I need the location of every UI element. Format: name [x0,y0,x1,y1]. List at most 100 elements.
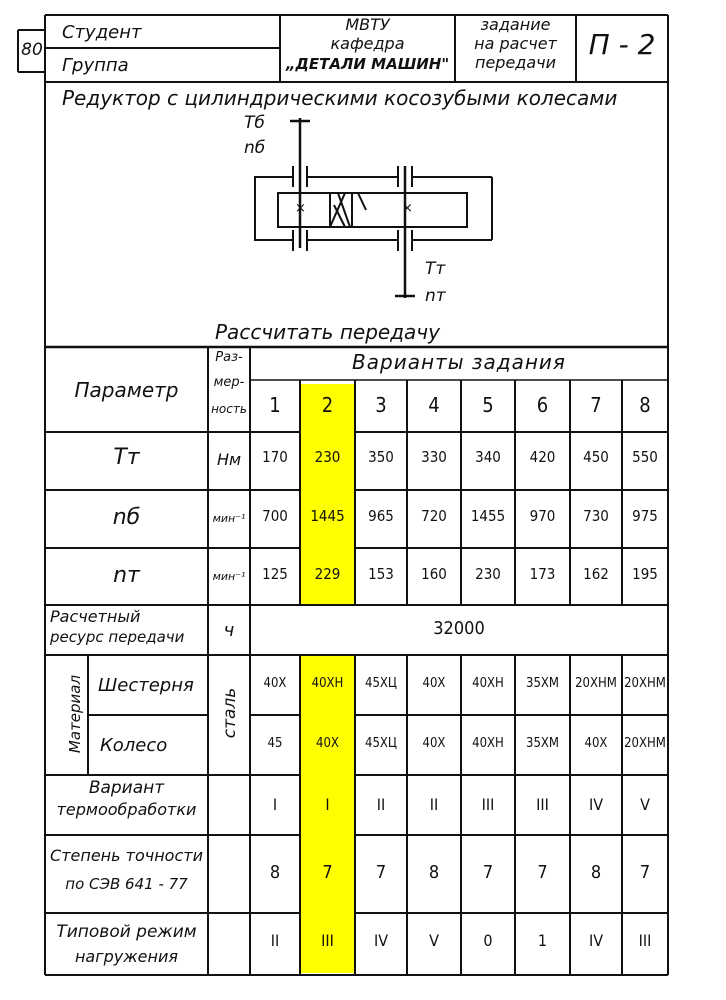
accuracy-label-2: по СЭВ 641 - 77 [65,875,188,893]
load-mode-8: III [638,931,652,950]
wheel-material-1: 45 [267,736,283,751]
row-dim-tt: Нм [216,450,242,469]
resource-label-1: Расчетный [50,607,141,626]
dim-header-2: мер- [213,375,245,390]
tt-value-1: 170 [262,448,288,466]
reducer-title: Редуктор с цилиндрическими косозубыми ко… [62,86,618,110]
dim-header-1: Раз- [215,350,243,365]
gear-material-8: 20ХНМ [624,676,666,691]
student-label: Студент [62,22,142,43]
load-mode-6: 1 [537,931,548,950]
accuracy-grade-2: 7 [322,862,333,883]
wheel-material-5: 40ХН [472,736,504,751]
accuracy-grade-8: 7 [639,862,651,883]
nb-value-7: 730 [583,507,609,525]
wheel-material-2: 40Х [316,736,339,751]
wheel-material-6: 35ХМ [526,736,559,751]
load-mode-5: 0 [483,931,493,950]
accuracy-grade-1: 8 [269,862,281,883]
output-speed-label: nт [425,286,446,306]
tt-value-3: 350 [368,448,394,466]
nt-value-3: 153 [368,565,394,583]
org-line2: кафедра [330,34,405,53]
wheel-label: Колесо [100,735,168,756]
wheel-material-3: 45ХЦ [365,736,397,751]
nt-value-2: 229 [314,565,341,583]
nt-value-8: 195 [632,565,658,583]
load-mode-4: V [429,931,439,950]
calc-label: Рассчитать передачу [215,320,440,344]
nb-value-5: 1455 [470,507,506,525]
heat-variant-7: IV [588,795,604,814]
tt-value-6: 420 [529,448,556,466]
variant-header-6: 6 [536,393,549,417]
heat-variant-2: I [325,795,330,814]
heat-label-2: термообработки [56,800,197,819]
nt-value-4: 160 [421,565,447,583]
nt-value-5: 230 [475,565,501,583]
variant-header-1: 1 [269,393,281,417]
row-dim-nb: мин⁻¹ [212,512,246,525]
highlight-variant-2-lower [301,656,354,973]
input-torque-label: Тб [244,113,265,133]
tt-value-8: 550 [632,448,658,466]
heat-variant-3: II [376,795,386,814]
gear-label: Шестерня [98,675,194,696]
resource-value: 32000 [433,618,485,639]
gear-material-2: 40ХН [311,676,344,691]
variant-header-5: 5 [482,393,494,417]
heat-label-1: Вариант [88,778,165,798]
org-line3: „ДЕТАЛИ МАШИН" [285,55,450,73]
accuracy-grade-3: 7 [375,862,387,883]
pinion-mark: × [295,201,306,216]
wheel-mark: × [402,201,413,216]
load-mode-1: II [270,931,280,950]
nt-value-1: 125 [262,565,288,583]
variant-header-7: 7 [590,393,602,417]
gear-material-4: 40Х [422,676,446,691]
material-group-label: Материал [66,674,84,754]
load-mode-2: III [321,931,334,950]
org-line1: МВТУ [345,15,390,34]
wheel-material-8: 20ХНМ [624,736,666,751]
material-dim: сталь [220,687,240,739]
variant-header-2: 2 [321,393,334,417]
load-label-2: нагружения [74,947,179,966]
resource-label-2: ресурс передачи [50,628,185,646]
accuracy-grade-5: 7 [482,862,494,883]
accuracy-label-1: Степень точности [50,846,203,865]
nt-value-6: 173 [529,565,556,583]
load-mode-7: IV [588,931,604,950]
nb-value-8: 975 [632,507,658,525]
nb-value-3: 965 [368,507,394,525]
heat-variant-1: I [272,795,278,814]
tt-value-7: 450 [583,448,609,466]
nt-value-7: 162 [583,565,609,583]
param-header: Параметр [74,378,179,402]
dim-header-3: ность [211,402,247,416]
highlight-variant-2 [301,384,354,604]
task-line3: передачи [474,53,557,72]
variant-header-8: 8 [639,393,651,417]
accuracy-grade-7: 8 [590,862,602,883]
task-line1: задание [480,15,551,34]
nb-value-2: 1445 [310,507,345,525]
page-number: 80 [21,40,43,60]
nb-value-1: 700 [262,507,288,525]
gear-material-1: 40Х [263,676,287,691]
accuracy-grade-6: 7 [537,862,548,883]
heat-variant-4: II [429,795,439,814]
input-speed-label: nб [244,138,266,158]
tt-value-4: 330 [421,448,447,466]
nb-value-6: 970 [529,507,556,525]
resource-dim: ч [223,620,235,641]
heat-variant-6: III [536,795,549,814]
heat-variant-8: V [640,795,650,814]
row-dim-nt: мин⁻¹ [212,570,246,583]
variant-header-4: 4 [428,393,440,417]
gear-material-5: 40ХН [472,676,504,691]
gear-material-3: 45ХЦ [365,676,397,691]
tt-value-2: 230 [314,448,341,466]
group-label: Группа [62,55,129,76]
